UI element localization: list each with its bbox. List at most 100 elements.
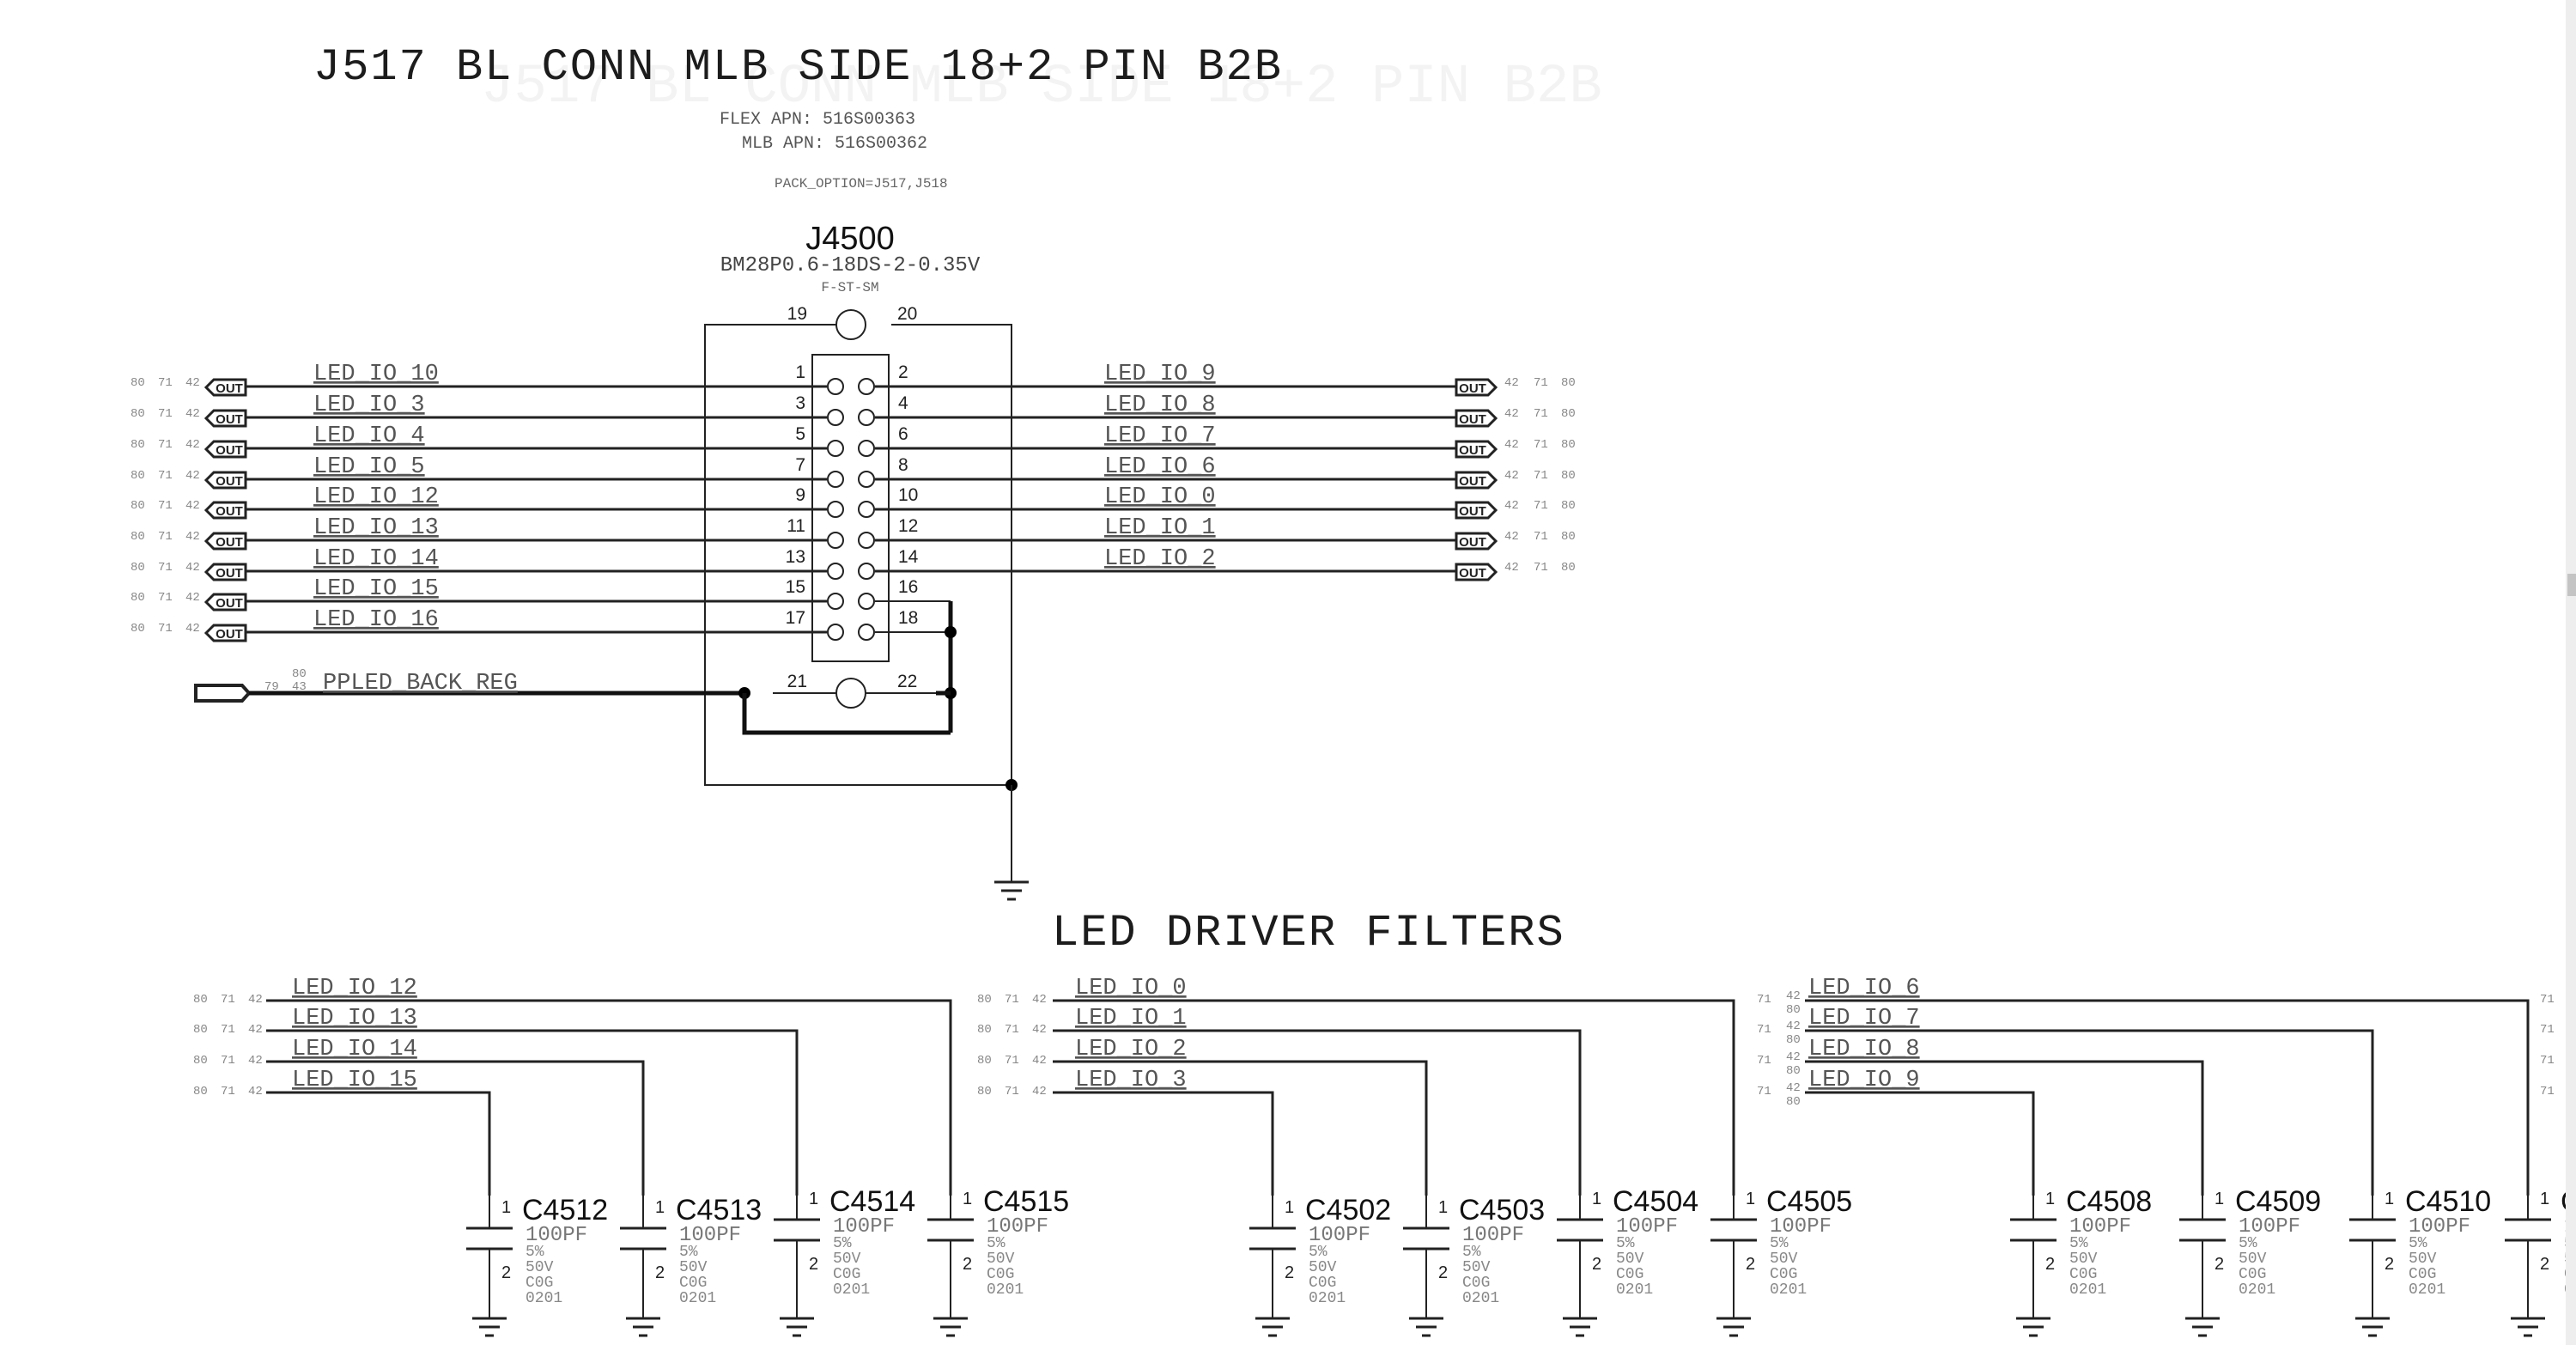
net-label[interactable]: LED_IO_0: [1104, 484, 1216, 510]
out-port-icon[interactable]: OUT: [1455, 440, 1498, 459]
net-wire[interactable]: [1053, 1060, 1428, 1196]
pin-icon: [827, 501, 844, 518]
pin-icon: [827, 563, 844, 580]
cap-refdes[interactable]: C4503: [1459, 1194, 1545, 1226]
net-label[interactable]: LED_IO_13: [313, 515, 439, 541]
net-label[interactable]: LED_IO_14: [292, 1037, 417, 1062]
out-port-icon[interactable]: OUT: [204, 471, 247, 490]
net-label[interactable]: LED_IO_2: [1104, 546, 1216, 572]
out-port-icon[interactable]: OUT: [204, 593, 247, 612]
out-port-icon[interactable]: OUT: [1455, 409, 1498, 428]
net-label[interactable]: LED_IO_12: [313, 484, 439, 510]
ghost-title-text: J517 BL CONN MLB SIDE 18+2 PIN B2B: [481, 57, 1602, 119]
net-wire[interactable]: [1805, 1029, 2374, 1196]
net-label[interactable]: LED_IO_3: [313, 393, 425, 418]
net-label[interactable]: PPLED_BACK_REG: [323, 671, 518, 697]
net-label[interactable]: LED_IO_13: [292, 1006, 417, 1032]
net-label[interactable]: LED_IO_6: [1104, 454, 1216, 480]
connector-refdes[interactable]: J4500: [805, 221, 895, 257]
out-port-icon[interactable]: OUT: [1455, 378, 1498, 397]
net-label[interactable]: LED_IO_4: [313, 423, 425, 449]
net-label[interactable]: LED_IO_0: [1075, 976, 1187, 1001]
out-port-icon[interactable]: OUT: [204, 501, 247, 520]
net-label[interactable]: LED_IO_8: [1104, 393, 1216, 418]
cap-refdes[interactable]: C4508: [2066, 1185, 2152, 1218]
net-label[interactable]: LED_IO_12: [292, 976, 417, 1001]
cap-package: 0201: [2069, 1281, 2106, 1299]
xref-page: 71: [158, 622, 173, 636]
net-label[interactable]: LED_IO_8: [1808, 1037, 1920, 1062]
net-label[interactable]: LED_IO_7: [1104, 423, 1216, 449]
out-port-icon[interactable]: OUT: [204, 563, 247, 581]
net-wire[interactable]: [1805, 1060, 2204, 1196]
out-port-icon[interactable]: OUT: [204, 532, 247, 551]
xref-page: 80: [131, 561, 145, 575]
net-wire[interactable]: [1805, 1091, 2035, 1196]
net-label[interactable]: LED_IO_9: [1104, 362, 1216, 387]
cap-refdes[interactable]: C4504: [1613, 1185, 1698, 1218]
net-wire[interactable]: [266, 1060, 645, 1196]
net-wire[interactable]: [1805, 999, 2530, 1196]
net-label[interactable]: LED_IO_14: [313, 546, 439, 572]
scrollbar-thumb[interactable]: [2567, 574, 2576, 596]
out-port-icon[interactable]: OUT: [1455, 501, 1498, 520]
net-label[interactable]: LED_IO_15: [292, 1068, 417, 1093]
xref-page: 80: [1561, 376, 1576, 390]
out-port-icon[interactable]: OUT: [1455, 471, 1498, 490]
out-port-icon[interactable]: OUT: [204, 624, 247, 642]
net-label[interactable]: LED_IO_6: [1808, 976, 1920, 1001]
net-label[interactable]: LED_IO_7: [1808, 1006, 1920, 1032]
net-label[interactable]: LED_IO_10: [313, 362, 439, 387]
net-label[interactable]: LED_IO_2: [1075, 1037, 1187, 1062]
net-label[interactable]: LED_IO_1: [1075, 1006, 1187, 1032]
xref-page: 80: [131, 376, 145, 390]
cap-pin-number: 2: [1746, 1255, 1755, 1274]
vertical-scrollbar[interactable]: [2566, 0, 2576, 1345]
net-wire[interactable]: [266, 1029, 799, 1196]
net-wire[interactable]: [1053, 999, 1735, 1196]
out-port-icon[interactable]: OUT: [1455, 563, 1498, 581]
net-label[interactable]: LED_IO_9: [1808, 1068, 1920, 1093]
xref-page: 71: [1534, 561, 1548, 575]
cap-refdes[interactable]: C4502: [1305, 1194, 1391, 1226]
out-port-icon[interactable]: OUT: [204, 378, 247, 397]
cap-refdes[interactable]: C4512: [522, 1194, 608, 1226]
out-port-icon[interactable]: OUT: [204, 409, 247, 428]
cap-refdes[interactable]: C4514: [829, 1185, 915, 1218]
out-port-icon[interactable]: OUT: [1455, 532, 1498, 551]
cap-refdes[interactable]: C4505: [1766, 1185, 1852, 1218]
cap-refdes[interactable]: C4510: [2405, 1185, 2491, 1218]
net-label[interactable]: LED_IO_3: [1075, 1068, 1187, 1093]
cap-refdes[interactable]: C4509: [2235, 1185, 2321, 1218]
net-label[interactable]: LED_IO_1: [1104, 515, 1216, 541]
cap-refdes[interactable]: C4513: [676, 1194, 762, 1226]
mlb-apn-note: MLB APN: 516S00362: [742, 134, 927, 154]
net-wire[interactable]: [266, 1091, 491, 1196]
net-label[interactable]: LED_IO_5: [313, 454, 425, 480]
out-port-icon[interactable]: OUT: [204, 440, 247, 459]
net-wire[interactable]: [1053, 1091, 1274, 1196]
out-port-shape: [1455, 501, 1498, 520]
xref-page: 79: [264, 680, 279, 694]
net-wire[interactable]: [1053, 1029, 1582, 1196]
net-wire[interactable]: [266, 999, 952, 1196]
net-label[interactable]: LED_IO_16: [313, 607, 439, 633]
power-port-icon[interactable]: [194, 684, 252, 703]
cap-refdes[interactable]: C4515: [983, 1185, 1069, 1218]
net-label[interactable]: LED_IO_15: [313, 576, 439, 602]
